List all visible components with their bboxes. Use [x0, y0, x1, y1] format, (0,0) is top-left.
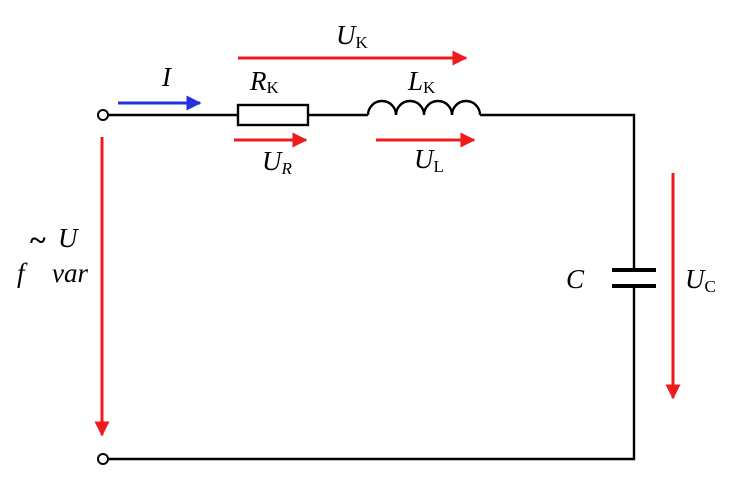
top-terminal — [97, 109, 109, 121]
source-frequency-label: f — [17, 258, 28, 288]
resistor — [236, 103, 310, 127]
bottom-terminal — [97, 453, 109, 465]
source-voltage-label: U — [58, 223, 79, 253]
inductor-coil — [366, 99, 482, 116]
source-var-label: var — [52, 258, 88, 288]
current-label: I — [161, 62, 173, 92]
inductor-voltage-label: UL — [414, 144, 444, 176]
right-wire-bottom — [107, 286, 636, 461]
capacitor-voltage-label: UC — [685, 264, 716, 296]
coil-voltage-label: UK — [336, 20, 369, 52]
inductor-label: LK — [407, 66, 436, 97]
right-wire-top — [480, 113, 636, 270]
resistor-label: RK — [249, 66, 280, 97]
capacitor-label: C — [566, 264, 585, 294]
resistor-voltage-label: UR — [262, 146, 293, 178]
capacitor — [612, 268, 656, 288]
source-tilde: ~ — [30, 224, 46, 257]
